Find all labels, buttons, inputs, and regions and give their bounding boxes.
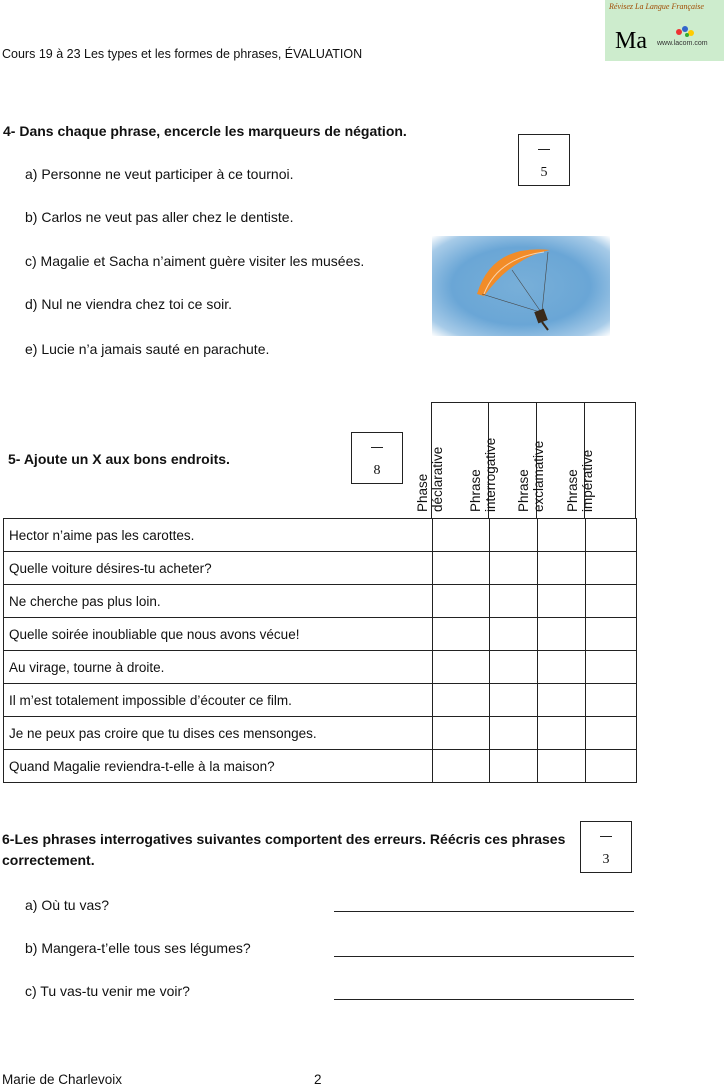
logo: Révisez La Langue Française Ma www.lacom…	[605, 0, 724, 61]
q6-title-line1: 6-Les phrases interrogatives suivantes c…	[2, 831, 566, 847]
col-header-declarative-label: Phase déclarative	[415, 446, 445, 512]
row-sentence: Au virage, tourne à droite.	[3, 650, 433, 684]
answer-cell[interactable]	[432, 650, 490, 684]
row-sentence: Ne cherche pas plus loin.	[3, 584, 433, 618]
col-header-exclamative-label: Phrase exclamative	[515, 440, 546, 512]
answer-cell[interactable]	[585, 518, 637, 552]
q6-score-box: 3	[580, 821, 632, 873]
q5-title: 5- Ajoute un X aux bons endroits.	[8, 451, 230, 467]
row-sentence: Il m’est totalement impossible d’écouter…	[3, 683, 433, 717]
q4-item-c: c) Magalie et Sacha n’aiment guère visit…	[25, 253, 365, 269]
page-number: 2	[314, 1072, 322, 1087]
answer-cell[interactable]	[432, 584, 490, 618]
row-sentence: Hector n’aime pas les carottes.	[3, 518, 433, 552]
answer-cell[interactable]	[489, 584, 538, 618]
footer-author: Marie de Charlevoix	[2, 1072, 123, 1087]
answer-cell[interactable]	[489, 518, 538, 552]
q6-item-b: b) Mangera-t’elle tous ses légumes?	[25, 940, 251, 956]
col-header-imperative-label: Phrase impérative	[565, 449, 595, 512]
logo-dots-icon	[676, 26, 694, 37]
q6-answer-line-b[interactable]	[334, 956, 634, 957]
col-header-interrogative-label: Phrase interrogative	[467, 437, 498, 512]
q4-item-a: a) Personne ne veut participer à ce tour…	[25, 166, 294, 182]
table-row: Je ne peux pas croire que tu dises ces m…	[3, 716, 637, 750]
answer-cell[interactable]	[537, 518, 586, 552]
answer-cell[interactable]	[489, 617, 538, 651]
answer-cell[interactable]	[432, 716, 490, 750]
q5-score: 8	[373, 463, 381, 478]
answer-cell[interactable]	[585, 584, 637, 618]
answer-cell[interactable]	[537, 617, 586, 651]
q6-item-a: a) Où tu vas?	[25, 897, 110, 913]
logo-mark: Ma	[615, 28, 647, 54]
table-row: Quelle voiture désires-tu acheter?	[3, 551, 637, 585]
table-row: Il m’est totalement impossible d’écouter…	[3, 683, 637, 717]
answer-cell[interactable]	[537, 716, 586, 750]
answer-cell[interactable]	[585, 617, 637, 651]
answer-cell[interactable]	[585, 683, 637, 717]
parachute-image	[432, 236, 610, 336]
table-row: Au virage, tourne à droite.	[3, 650, 637, 684]
q4-title: 4- Dans chaque phrase, encercle les marq…	[3, 123, 407, 139]
table-row: Quelle soirée inoubliable que nous avons…	[3, 617, 637, 651]
row-sentence: Quelle soirée inoubliable que nous avons…	[3, 617, 433, 651]
q4-score: 5	[540, 165, 548, 180]
answer-cell[interactable]	[585, 551, 637, 585]
answer-cell[interactable]	[585, 749, 637, 783]
logo-tagline: Révisez La Langue Française	[609, 2, 704, 11]
page-header: Cours 19 à 23 Les types et les formes de…	[2, 47, 363, 61]
logo-url: www.lacom.com	[657, 40, 708, 47]
table-row: Quand Magalie reviendra-t-elle à la mais…	[3, 749, 637, 783]
answer-cell[interactable]	[585, 716, 637, 750]
answer-cell[interactable]	[585, 650, 637, 684]
col-header-imperative: Phrase impérative	[565, 402, 636, 518]
answer-cell[interactable]	[537, 683, 586, 717]
answer-cell[interactable]	[537, 650, 586, 684]
row-sentence: Je ne peux pas croire que tu dises ces m…	[3, 716, 433, 750]
answer-cell[interactable]	[432, 551, 490, 585]
answer-cell[interactable]	[432, 749, 490, 783]
q6-answer-line-a[interactable]	[334, 911, 634, 912]
answer-cell[interactable]	[537, 551, 586, 585]
q4-item-b: b) Carlos ne veut pas aller chez le dent…	[25, 209, 294, 225]
answer-cell[interactable]	[537, 749, 586, 783]
q6-title-line2: correctement.	[2, 852, 95, 868]
table-row: Ne cherche pas plus loin.	[3, 584, 637, 618]
answer-cell[interactable]	[432, 683, 490, 717]
answer-cell[interactable]	[489, 650, 538, 684]
table-row: Hector n’aime pas les carottes.	[3, 518, 637, 552]
answer-cell[interactable]	[537, 584, 586, 618]
answer-cell[interactable]	[489, 683, 538, 717]
answer-cell[interactable]	[432, 518, 490, 552]
q6-answer-line-c[interactable]	[334, 999, 634, 1000]
q4-item-d: d) Nul ne viendra chez toi ce soir.	[25, 296, 232, 312]
row-sentence: Quand Magalie reviendra-t-elle à la mais…	[3, 749, 433, 783]
sentence-type-table: Hector n’aime pas les carottes. Quelle v…	[3, 518, 637, 783]
q4-item-e: e) Lucie n’a jamais sauté en parachute.	[25, 341, 270, 357]
answer-cell[interactable]	[489, 551, 538, 585]
row-sentence: Quelle voiture désires-tu acheter?	[3, 551, 433, 585]
q4-score-box: 5	[518, 134, 570, 186]
q6-item-c: c) Tu vas-tu venir me voir?	[25, 983, 190, 999]
q6-score: 3	[602, 852, 610, 867]
q5-score-box: 8	[351, 432, 403, 484]
answer-cell[interactable]	[432, 617, 490, 651]
answer-cell[interactable]	[489, 749, 538, 783]
answer-cell[interactable]	[489, 716, 538, 750]
parachute-icon	[477, 249, 550, 331]
